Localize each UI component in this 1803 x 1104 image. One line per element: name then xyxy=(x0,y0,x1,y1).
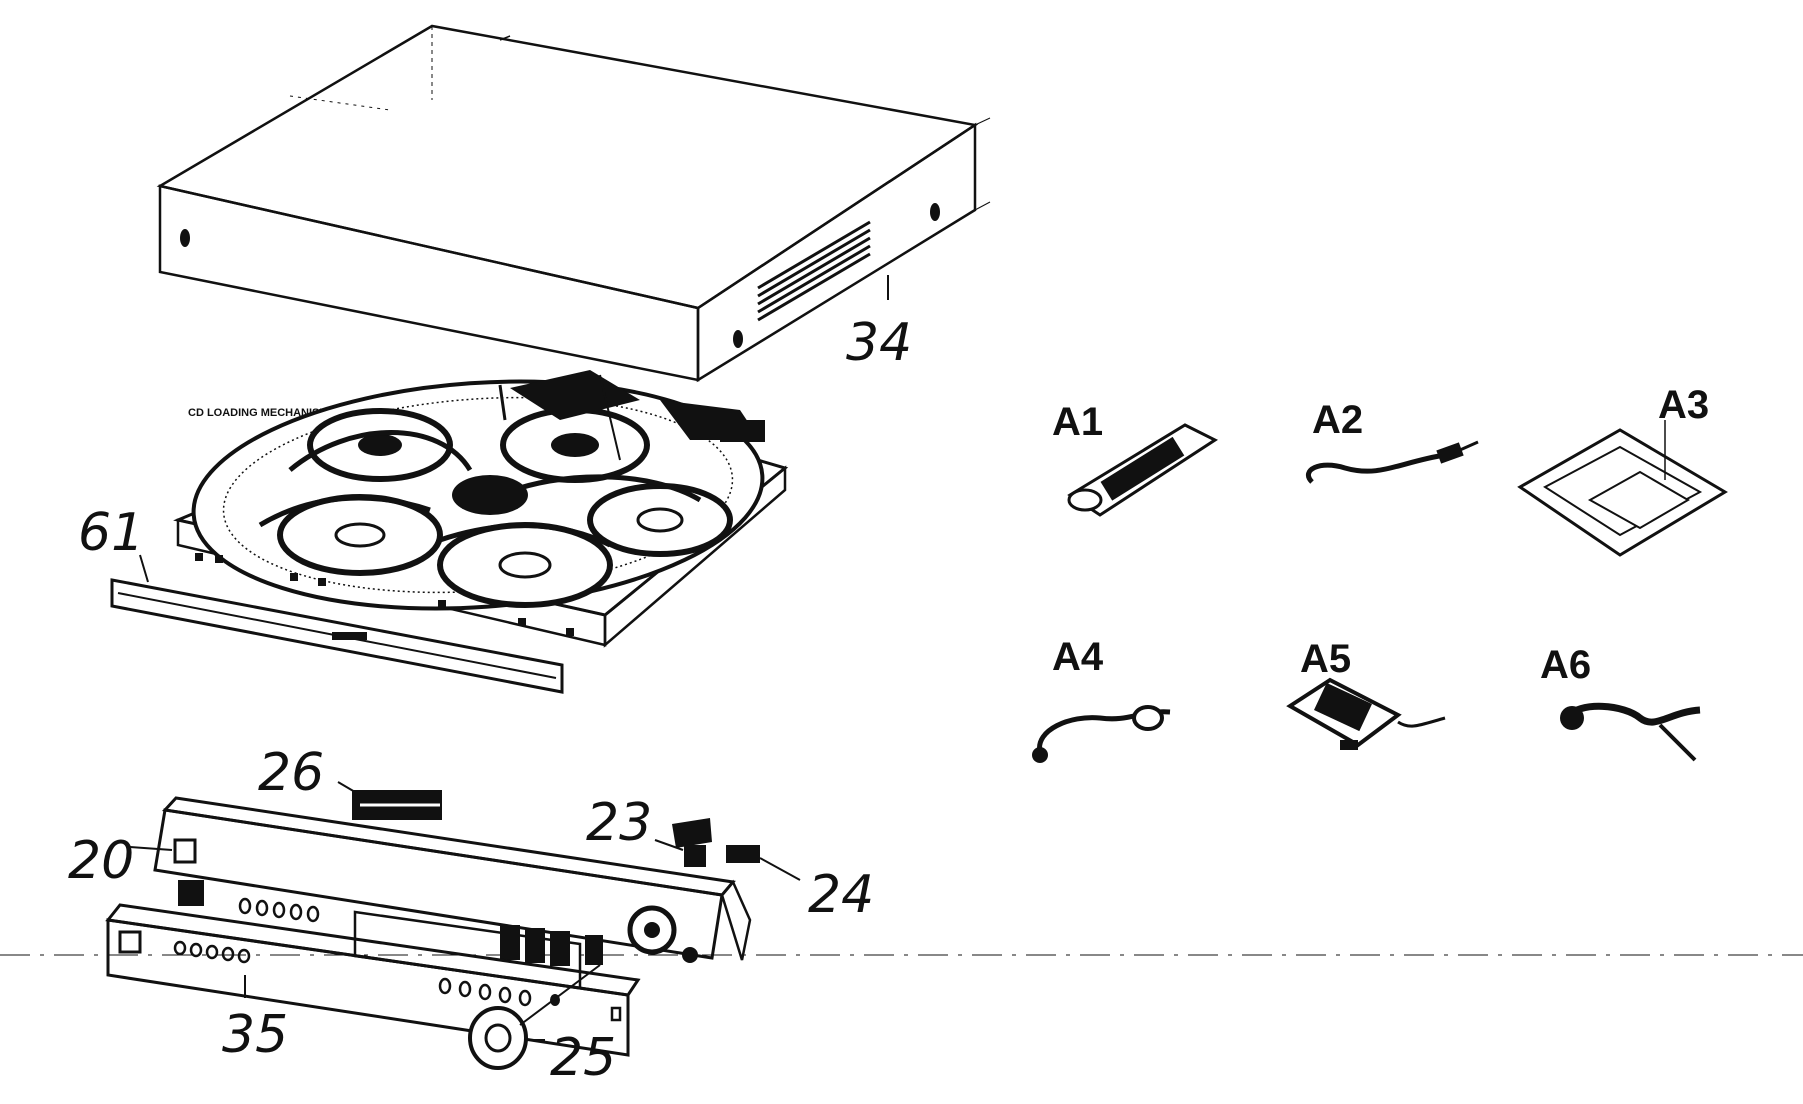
callout-61: 61 xyxy=(78,503,144,563)
front-panel-assembly-part xyxy=(129,796,752,990)
accessory-label-a2: A2 xyxy=(1312,398,1363,442)
accessory-label-a3: A3 xyxy=(1658,383,1709,427)
accessory-label-a1: A1 xyxy=(1052,400,1103,444)
disc-trays xyxy=(277,407,733,608)
accessory-label-a4: A4 xyxy=(1052,635,1104,679)
cd-loading-mechanism-part: CD LOADING MECHANISM xyxy=(173,370,789,648)
accessory-a5-adapter: A5 xyxy=(1286,637,1446,750)
accessory-label-a5: A5 xyxy=(1300,637,1351,681)
accessory-a1-remote: A1 xyxy=(1052,400,1219,517)
accessory-a6-cable: A6 xyxy=(1540,643,1701,762)
button-board-part xyxy=(337,781,442,820)
mechanism-label: CD LOADING MECHANISM xyxy=(188,407,329,419)
callout-25: 25 xyxy=(550,1028,616,1088)
faceplate-buttons-right xyxy=(438,977,622,1022)
part-23-component xyxy=(654,818,712,867)
top-cover-part xyxy=(156,24,991,383)
front-trim-bar-part xyxy=(110,554,564,694)
callout-34: 34 xyxy=(846,313,912,373)
accessory-a4-cable: A4 xyxy=(1032,635,1171,763)
volume-knob-part xyxy=(468,964,601,1070)
callout-23: 23 xyxy=(586,793,652,853)
cover-vent-slots xyxy=(757,220,871,322)
accessory-a2-cable: A2 xyxy=(1305,398,1479,484)
faceplate-buttons-left xyxy=(173,940,251,964)
callout-20: 20 xyxy=(68,831,134,891)
part-24-component xyxy=(726,845,801,881)
accessory-label-a6: A6 xyxy=(1540,643,1591,687)
rear-mechanism xyxy=(498,370,765,461)
callout-26: 26 xyxy=(258,743,324,803)
accessory-a3-manual: A3 xyxy=(1517,383,1728,557)
panel-buttons xyxy=(238,897,320,923)
callout-35: 35 xyxy=(222,1005,288,1065)
callout-24: 24 xyxy=(808,865,874,925)
front-faceplate-part xyxy=(105,903,641,1057)
